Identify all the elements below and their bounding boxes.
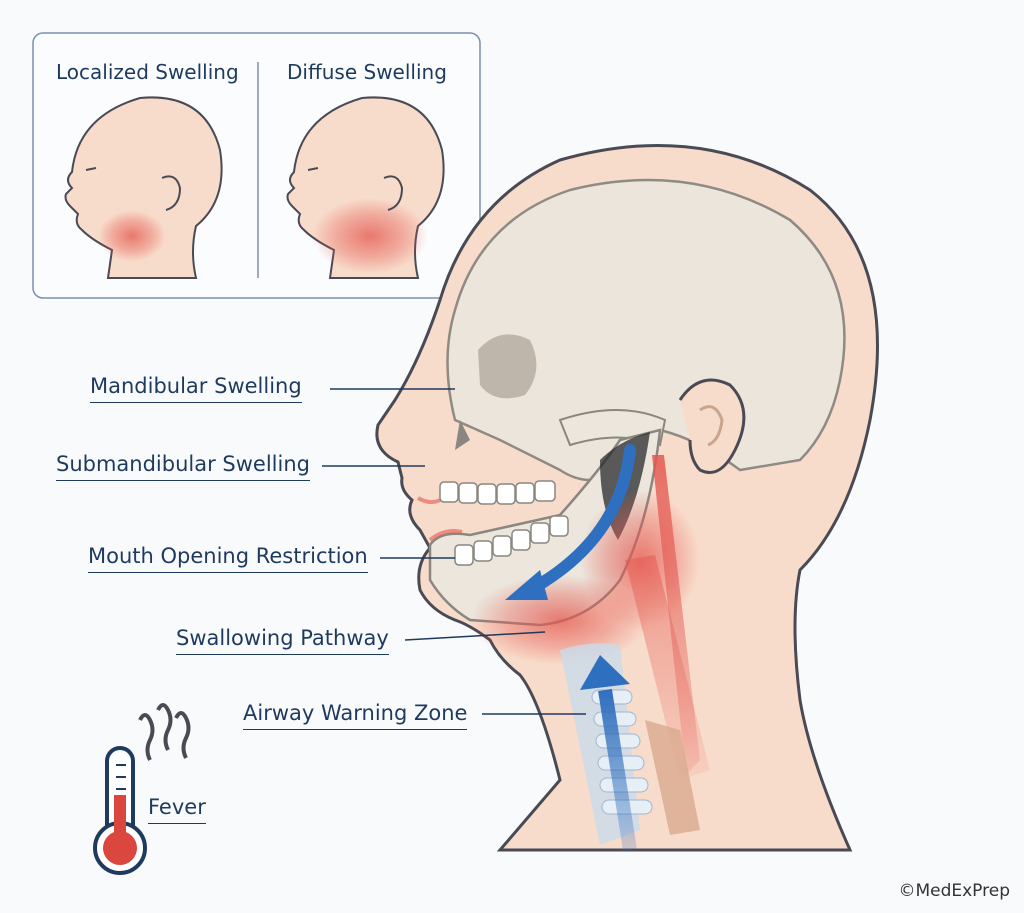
upper-teeth bbox=[439, 480, 556, 505]
label-swallowing-pathway: Swallowing Pathway bbox=[176, 626, 389, 655]
diffuse-swelling-head bbox=[286, 96, 445, 279]
localized-swelling-head bbox=[64, 96, 223, 279]
label-fever: Fever bbox=[148, 795, 206, 824]
mouth-opening-arrow bbox=[524, 444, 636, 596]
callout-lines bbox=[322, 388, 586, 715]
label-mouth-opening-restriction: Mouth Opening Restriction bbox=[88, 544, 368, 573]
inset-panel bbox=[32, 32, 481, 299]
label-airway-warning-zone: Airway Warning Zone bbox=[243, 701, 468, 730]
lower-teeth bbox=[454, 515, 569, 566]
ear bbox=[678, 378, 746, 474]
copyright-text: ©MedExPrep bbox=[898, 881, 1010, 901]
thermometer-icon bbox=[93, 703, 191, 875]
inset-title-localized: Localized Swelling bbox=[56, 60, 239, 84]
main-head bbox=[375, 143, 879, 852]
label-mandibular-swelling: Mandibular Swelling bbox=[90, 374, 302, 403]
inset-title-diffuse: Diffuse Swelling bbox=[287, 60, 447, 84]
airway-arrow bbox=[598, 688, 637, 852]
label-submandibular-swelling: Submandibular Swelling bbox=[56, 452, 310, 481]
